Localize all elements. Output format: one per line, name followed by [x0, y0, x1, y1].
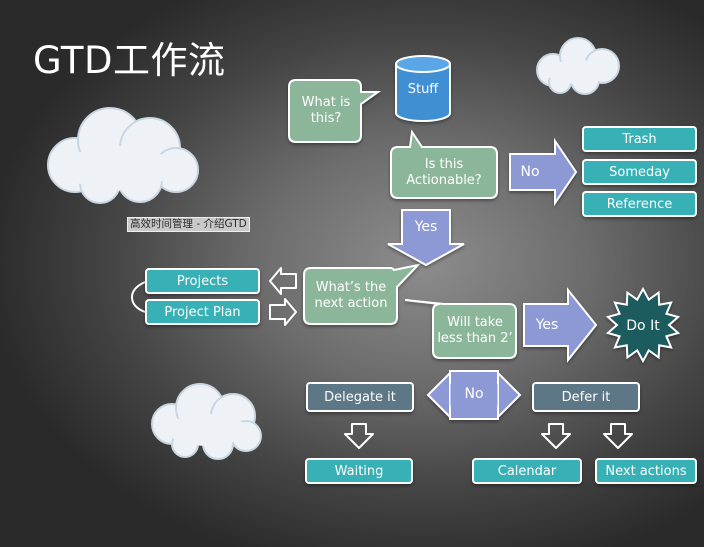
do-it-burst [605, 286, 681, 364]
projects-box: Projects [145, 268, 260, 294]
arrow-right-icon [269, 298, 297, 326]
calendar-box: Calendar [472, 458, 582, 484]
yes-label-down: Yes [414, 219, 438, 235]
arrow-no-right [509, 137, 578, 207]
project-plan-box: Project Plan [145, 299, 260, 325]
arrow-yes-down [387, 209, 465, 267]
whats-next-label: What’s the next action [314, 280, 388, 311]
will-take-label: Will take less than 2’ [437, 315, 513, 346]
do-it-label: Do It [626, 318, 660, 334]
loop-connector [131, 281, 146, 313]
what-is-this-label: What is this? [301, 95, 351, 126]
yes-label-right: Yes [535, 317, 559, 333]
someday-box: Someday [582, 159, 697, 185]
is-actionable-label: Is this Actionable? [406, 157, 482, 188]
stuff-label: Stuff [407, 82, 439, 97]
bubble-is-actionable [390, 129, 498, 199]
caption-label: 高效时间管理 - 介绍GTD [127, 217, 250, 232]
arrow-down-icon [541, 423, 571, 449]
bubble-will-take [404, 299, 517, 359]
next-actions-box: Next actions [595, 458, 697, 484]
arrow-down-icon [603, 423, 633, 449]
delegate-box: Delegate it [306, 382, 414, 412]
reference-box: Reference [582, 191, 697, 217]
stuff-cylinder [395, 55, 451, 122]
bubble-whats-next [303, 263, 421, 325]
cloud-icon [151, 383, 262, 460]
page-title: GTD工作流 [33, 39, 226, 82]
trash-box: Trash [582, 126, 697, 152]
defer-box: Defer it [532, 382, 640, 412]
arrow-yes-right [523, 287, 598, 363]
bubble-what-is-this [288, 79, 382, 143]
cloud-icon [47, 107, 199, 204]
arrow-left-icon [269, 267, 297, 295]
cloud-icon [536, 37, 620, 95]
arrow-down-icon [344, 423, 374, 449]
no-label-top: No [520, 164, 540, 180]
arrow-no-both [426, 370, 522, 420]
no-label-mid: No [464, 386, 484, 402]
waiting-box: Waiting [305, 458, 413, 484]
